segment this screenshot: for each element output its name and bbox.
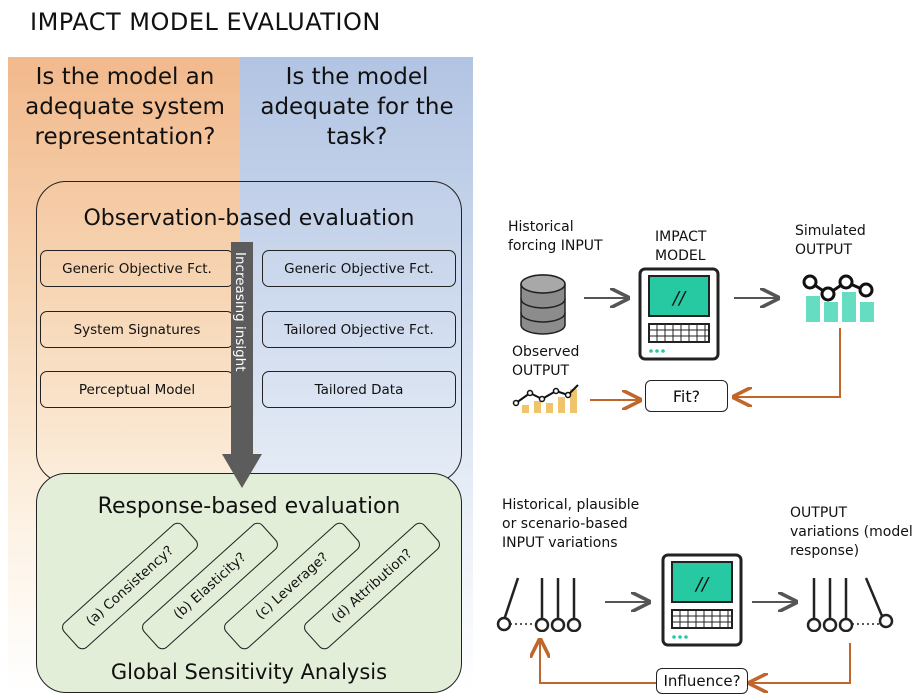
page-title: IMPACT MODEL EVALUATION	[30, 8, 381, 36]
line-chart-icon	[512, 384, 579, 413]
simulated-output-label: Simulated OUTPUT	[795, 223, 866, 258]
question-left: Is the model an adequate system represen…	[25, 64, 225, 150]
svg-text://: //	[694, 574, 710, 595]
obs-right-item: Tailored Objective Fct.	[262, 311, 456, 348]
simulated-output-icon	[802, 274, 874, 322]
observation-heading: Observation-based evaluation	[83, 206, 415, 231]
output-variations-label: OUTPUT variations (model response)	[790, 505, 913, 559]
obs-right-item: Generic Objective Fct.	[262, 250, 456, 287]
database-icon	[520, 274, 566, 335]
svg-text://: //	[671, 288, 687, 309]
input-label: Historical forcing INPUT	[508, 219, 603, 254]
pendulum-output-icon	[806, 577, 894, 632]
increasing-insight-arrow	[222, 242, 262, 488]
response-heading: Response-based evaluation	[97, 494, 401, 519]
response-footer: Global Sensitivity Analysis	[110, 660, 388, 684]
fit-box: Fit?	[645, 380, 728, 412]
input-variations-label: Historical, plausible or scenario-based …	[502, 497, 640, 551]
model-label: IMPACT MODEL	[655, 229, 707, 264]
obs-right-item: Tailored Data	[262, 371, 456, 408]
influence-box: Influence?	[656, 668, 748, 694]
laptop-icon: //	[638, 267, 720, 361]
observed-output-label: Observed OUTPUT	[512, 344, 580, 379]
laptop-icon: //	[661, 553, 743, 647]
pendulum-icon	[496, 577, 582, 632]
question-right: Is the model adequate for the task?	[260, 64, 454, 150]
increasing-insight-label: Increasing insight	[232, 252, 248, 372]
